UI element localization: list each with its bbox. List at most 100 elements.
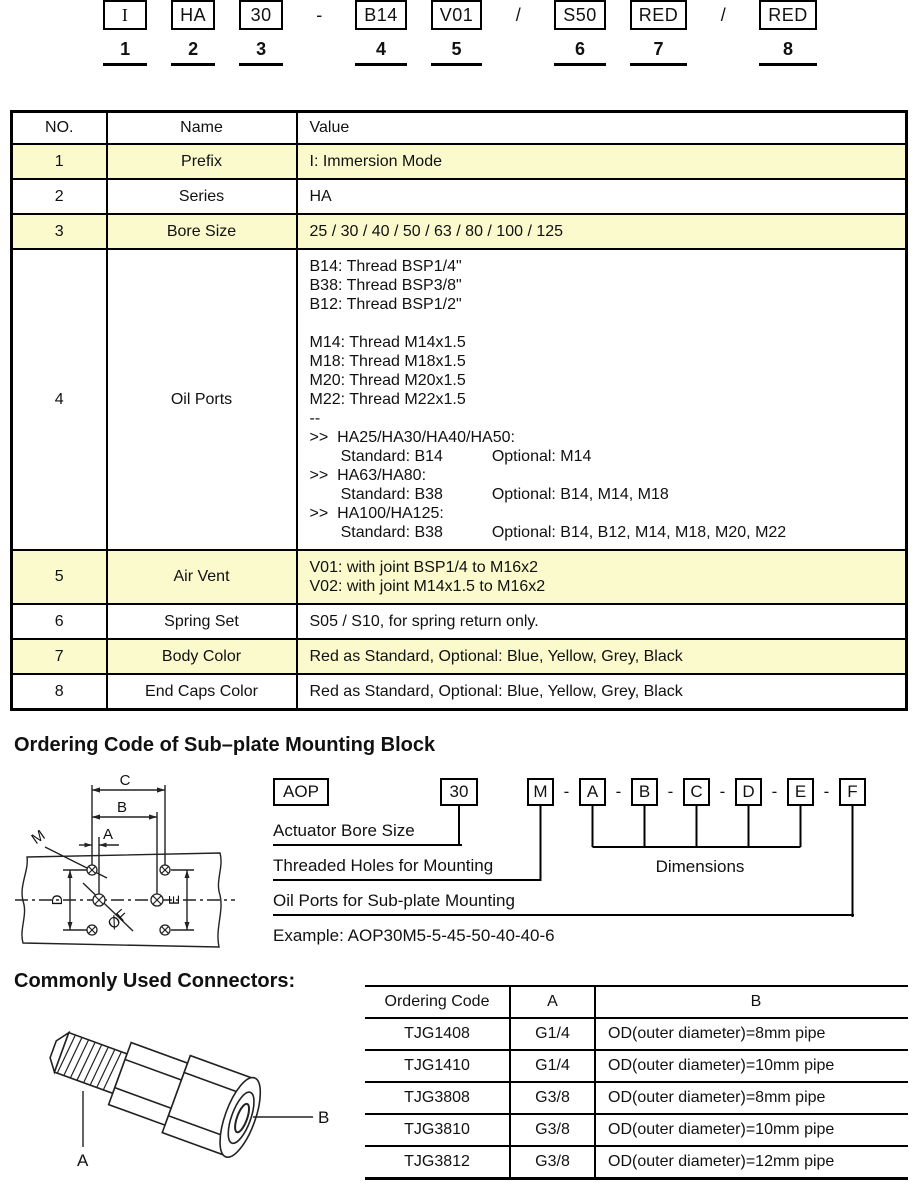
connector-pipe-size: OD(outer diameter)=8mm pipe	[594, 1082, 908, 1114]
subplate-section: Ordering Code of Sub–plate Mounting Bloc…	[0, 730, 920, 965]
value-line: B14: Thread BSP1/4"	[309, 258, 462, 275]
connector-ordering-code: TJG3810	[404, 1121, 470, 1138]
letter-separator: -	[615, 782, 622, 801]
spec-row-name: Series	[105, 178, 298, 215]
conn-header-b: B	[594, 986, 908, 1018]
dimension-letter-box: M	[527, 778, 554, 806]
spec-row-value: S05 / S10, for spring return only.	[295, 603, 908, 640]
dim-label-e: E	[166, 895, 183, 905]
value-line: S05 / S10, for spring return only.	[309, 613, 539, 630]
dim-label-f: ØF	[105, 906, 132, 933]
dim-label-m: M	[28, 827, 48, 848]
code-position-number: 2	[171, 39, 216, 66]
dimension-letter-box: C	[683, 778, 710, 806]
letter-separator: -	[563, 782, 570, 801]
connector-thread-size: G1/4	[509, 1018, 595, 1050]
conn-header-ordering-code: Ordering Code	[384, 993, 490, 1010]
spec-header-name: Name	[105, 110, 298, 145]
value-line: B38: Thread BSP3/8"	[309, 277, 462, 294]
value-line	[310, 314, 894, 333]
connector-label-a: A	[77, 1151, 89, 1170]
spec-row-value: 25 / 30 / 40 / 50 / 63 / 80 / 100 / 125	[295, 213, 908, 250]
letter-separator: -	[719, 782, 726, 801]
aop-prefix-box: AOP	[273, 778, 329, 806]
value-line: >> HA63/HA80:	[309, 467, 427, 484]
code-position-number: 7	[629, 39, 688, 66]
dim-label-c: C	[120, 772, 131, 789]
connector-label-b: B	[318, 1108, 329, 1127]
dimension-letter-box: E	[787, 778, 814, 806]
spec-row-value: Red as Standard, Optional: Blue, Yellow,…	[295, 638, 908, 675]
connector-thread-size: G3/8	[509, 1114, 595, 1146]
letter-separator: -	[667, 782, 674, 801]
connector-pipe-size: OD(outer diameter)=12mm pipe	[594, 1146, 908, 1179]
letter-separator: -	[771, 782, 778, 801]
code-box: S50	[554, 0, 606, 30]
value-line: Standard: B38 Optional: B14, B12, M14, M…	[309, 524, 787, 541]
connector-drawing: A B	[49, 1030, 329, 1170]
label-threaded-holes: Threaded Holes for Mounting	[273, 855, 540, 881]
dim-label-a: A	[103, 826, 113, 843]
code-box: V01	[430, 0, 483, 30]
subplate-section-title: Ordering Code of Sub–plate Mounting Bloc…	[14, 734, 436, 756]
spec-row-no: 4	[10, 248, 108, 551]
spec-row-name: Prefix	[105, 143, 298, 180]
dimension-letter-box: B	[631, 778, 658, 806]
connector-ordering-code: TJG3812	[404, 1153, 470, 1170]
spec-row-no: 3	[10, 213, 108, 250]
spec-row-name: Body Color	[105, 638, 298, 675]
code-box: HA	[171, 0, 216, 30]
letter-separator: -	[823, 782, 830, 801]
spec-row-no: 2	[10, 178, 108, 215]
spec-header-no: NO.	[10, 110, 108, 145]
code-separator: /	[720, 4, 726, 25]
code-position-number: 8	[759, 39, 817, 66]
value-line: V02: with joint M14x1.5 to M16x2	[309, 578, 546, 595]
value-line: B12: Thread BSP1/2"	[309, 296, 462, 313]
bore-size-box: 30	[440, 778, 478, 806]
spec-row-value: I: Immersion Mode	[295, 143, 908, 180]
value-line: Standard: B14 Optional: M14	[309, 448, 592, 465]
spec-row-no: 6	[10, 603, 108, 640]
code-item: RED 8	[759, 0, 817, 66]
code-box: RED	[759, 0, 817, 30]
dimension-letter-boxes: M-A-B-C-D-E-F	[527, 778, 866, 806]
conn-header-a: A	[509, 986, 595, 1018]
connector-pipe-size: OD(outer diameter)=10mm pipe	[594, 1114, 908, 1146]
value-line: V01: with joint BSP1/4 to M16x2	[309, 559, 539, 576]
code-position-number: 3	[239, 39, 284, 66]
spec-row-no: 5	[10, 549, 108, 605]
connector-ordering-code: TJG1410	[404, 1057, 470, 1074]
value-line: 25 / 30 / 40 / 50 / 63 / 80 / 100 / 125	[309, 223, 564, 240]
code-position-number: 1	[103, 39, 148, 66]
value-line: M18: Thread M18x1.5	[309, 353, 466, 370]
code-separator: /	[515, 4, 521, 25]
connector-pipe-size: OD(outer diameter)=10mm pipe	[594, 1050, 908, 1082]
code-position-number: 5	[430, 39, 483, 66]
connector-ordering-code: TJG1408	[404, 1025, 470, 1042]
label-actuator-bore-size: Actuator Bore Size	[273, 820, 462, 846]
value-line: >> HA100/HA125:	[309, 505, 444, 522]
spec-row-name: Air Vent	[105, 549, 298, 605]
value-line: --	[309, 410, 321, 427]
value-line: I: Immersion Mode	[309, 153, 442, 170]
code-box: I	[103, 0, 148, 30]
connector-thread-size: G3/8	[509, 1082, 595, 1114]
